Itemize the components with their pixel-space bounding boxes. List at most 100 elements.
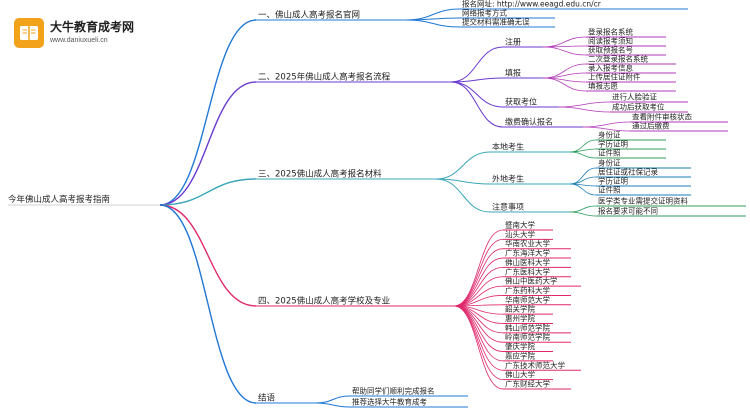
connector-line [453,305,504,352]
connector-line [542,77,587,92]
connector-line [453,305,504,362]
connector-line [435,151,491,180]
section-2-leaf: 获取预报名号 [588,45,633,55]
school-item: 广东海洋大学 [505,248,550,258]
connector-line [315,395,351,404]
connector-line [453,238,504,307]
section-2-leaf: 录入报考信息 [588,63,633,73]
logo-brand-name: 大牛教育成考网 [50,20,135,34]
connector-line [450,81,504,108]
connector-line [542,46,587,56]
section-3-leaf: 身份证 [598,130,621,140]
school-item: 佛山医科大学 [505,257,550,267]
section-3-leaf: 证件照 [598,185,621,195]
site-logo[interactable]: 大牛教育成考网 www.daniuxueli.cn [14,18,134,50]
connector-line [557,106,611,113]
section-3-leaf: 身份证 [598,158,621,168]
school-item: 惠州学院 [505,313,535,323]
section-2-leaf: 上传居住证附件 [588,72,641,82]
school-item: 华南农业大学 [505,238,550,248]
connector-line [159,178,257,206]
section-2-branch: 填报 [505,68,521,78]
connector-line [315,402,351,408]
connector-line [569,183,597,196]
conclusion-leaf: 推荐选择大牛教育成考 [352,397,427,407]
school-item: 韶关学院 [505,304,535,314]
section-3-branch: 本地考生 [492,142,524,152]
connector-line [569,167,597,185]
school-item: 佛山大学 [505,369,535,379]
connector-line [569,211,597,217]
connector-line [450,81,504,128]
connector-line [582,121,631,128]
connector-line [582,126,631,132]
section-2-leaf: 填报志愿 [588,81,618,91]
connector-line [453,248,504,307]
connector-line [453,229,504,307]
section-2-leaf: 登录报名系统 [588,27,633,37]
section-3-node: 三、2025佛山成人高考报名材料 [258,169,382,180]
section-3-leaf: 居住证或社保记录 [598,167,658,177]
section-3-leaf: 报名要求可能不同 [598,206,658,216]
section-3-leaf: 学历证明 [598,139,628,149]
section-3-leaf: 学历证明 [598,176,628,186]
section-3-branch: 外地考生 [492,174,524,184]
section-2-leaf: 成功后获取考位 [612,102,665,112]
school-item: 肇庆学院 [505,341,535,351]
school-item: 岭南师范学院 [505,332,550,342]
school-item: 广东技术师范大学 [505,360,565,370]
connector-line [159,19,257,206]
root-node: 今年佛山成人高考报考指南 [8,194,110,205]
section-2-leaf: 二次登录报名系统 [588,54,648,64]
connector-line [453,305,504,390]
connector-line [569,148,597,153]
connector-line [569,151,597,159]
connector-line [569,205,597,213]
connector-line [542,36,587,48]
section-1-leaf: 提交材料需准确无误 [462,17,530,27]
connector-line [453,305,504,371]
school-item: 汕头大学 [505,229,535,239]
section-2-leaf: 进行人脸验证 [612,92,657,102]
school-item: 暨南大学 [505,220,535,230]
connector-line [159,204,257,307]
section-1-node: 一、佛山成人高考报名官网 [258,10,360,21]
connector-line [405,17,461,21]
connector-line [453,305,504,343]
school-item: 广东财经大学 [505,378,550,388]
school-item: 广东医科大学 [505,266,550,276]
school-item: 广东药科大学 [505,285,550,295]
connector-line [450,46,504,83]
section-1-leaf: 网络报考方式 [462,8,507,18]
section-3-leaf: 证件照 [598,148,621,158]
logo-mark [14,18,44,48]
connector-line [557,101,611,108]
connector-line [569,176,597,185]
connector-line [453,257,504,307]
school-item: 华南师范大学 [505,294,550,304]
connector-line [159,204,257,404]
section-2-leaf: 查看附件审核状态 [632,112,692,122]
connector-line [159,81,257,206]
connector-line [450,77,504,83]
connector-line [453,276,504,307]
logo-url: www.daniuxueli.cn [50,37,108,44]
connector-line [405,19,461,28]
book-icon [20,26,38,40]
conclusion-leaf: 帮助同学们顺利完成报名 [352,386,435,396]
section-5-node: 结语 [258,393,276,404]
school-item: 佛山中医药大学 [505,276,558,286]
section-2-leaf: 阅读报考须知 [588,36,633,46]
school-item: 韩山师范学院 [505,322,550,332]
school-item: 嘉应学院 [505,350,535,360]
section-2-branch: 获取考位 [505,97,537,107]
section-3-leaf: 医学类专业需提交证明资料 [598,196,688,206]
connector-line [435,178,491,213]
section-4-node: 四、2025佛山成人高考学校及专业 [258,296,390,307]
connector-line [453,305,504,380]
section-2-branch: 缴费确认报名 [505,117,553,127]
section-2-leaf: 通过后缴费 [632,121,670,131]
section-3-branch: 注意事项 [492,202,524,212]
section-2-node: 二、2025年佛山成人高考报名流程 [258,72,391,83]
